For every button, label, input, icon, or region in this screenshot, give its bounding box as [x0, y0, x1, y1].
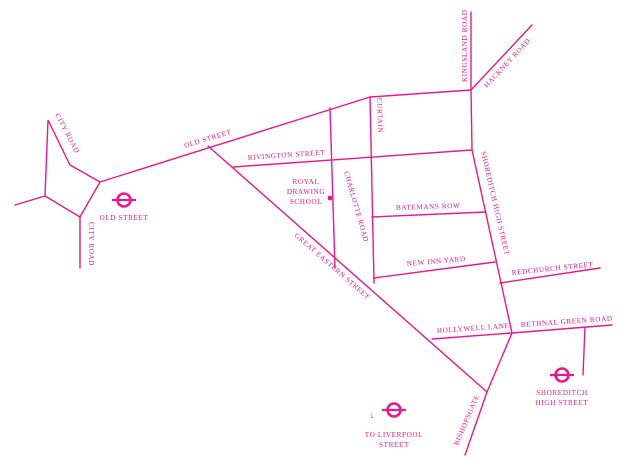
rivington-street-label: RIVINGTON STREET	[248, 149, 326, 162]
bethnal-green-road-label: BETHNAL GREEN ROAD	[521, 315, 613, 329]
liverpool-station-label-2: STREET	[379, 441, 409, 449]
kingsland-road-label: KINGSLAND ROAD	[461, 10, 469, 83]
city-road-junction	[44, 119, 101, 218]
city-road-north-label: CITY ROAD	[53, 112, 81, 155]
bishopsgate-line-south	[464, 391, 488, 456]
shoreditch-high-street-line-south	[471, 149, 513, 334]
liverpool-station-label-1: TO LIVERPOOL	[365, 431, 423, 439]
city-road-south-label: CITY ROAD	[87, 222, 95, 266]
shoreditch-station-label-1: SHOREDITCH	[536, 389, 588, 397]
landmark-line-3: SCHOOL	[290, 198, 322, 206]
redchurch-street-line	[499, 267, 601, 284]
landmark-marker-dot	[327, 195, 333, 201]
bethnal-green-road-line	[511, 324, 613, 334]
landmark-line-2: DRAWING	[287, 188, 325, 196]
shoreditch-station: SHOREDITCH HIGH STREET	[536, 367, 589, 407]
batemans-row-label: BATEMANS ROW	[396, 202, 461, 212]
charlotte-road-label: CHARLOTTE ROAD	[342, 170, 370, 243]
road-network	[14, 11, 613, 456]
landmark-line-1: ROYAL	[293, 178, 320, 186]
shoreditch-station-label-2: HIGH STREET	[536, 399, 589, 407]
hollywell-lane-label: HOLLYWELL LANE	[437, 322, 510, 335]
batemans-row-line	[371, 211, 487, 218]
hackney-road-line	[470, 24, 533, 91]
underground-roundel-icon	[550, 367, 574, 383]
curtain-label: CURTAIN	[375, 98, 384, 134]
curtain-road-line	[369, 96, 375, 284]
old-street-road	[99, 96, 371, 183]
bishopsgate-line	[486, 332, 513, 393]
new-inn-yard-line	[373, 261, 496, 279]
hollywell-lane-line	[431, 332, 513, 340]
rivington-street-line	[232, 149, 473, 168]
underground-roundel-icon	[382, 402, 406, 418]
royal-drawing-school: ROYAL DRAWING SCHOOL	[287, 178, 333, 206]
down-arrow-icon: ↓	[369, 410, 375, 421]
liverpool-street-station: ↓ TO LIVERPOOL STREET	[365, 402, 423, 449]
city-road-west-arm	[14, 195, 46, 206]
old-street-road-east	[369, 89, 472, 98]
old-street-station: OLD STREET	[100, 192, 149, 222]
hackney-road-label: HACKNEY ROAD	[483, 37, 533, 89]
bethnal-green-road-spur	[582, 326, 586, 376]
great-eastern-street-line	[207, 145, 488, 393]
great-eastern-street-label: GREAT EASTERN STREET	[293, 231, 372, 301]
old-street-station-label: OLD STREET	[100, 214, 149, 222]
underground-roundel-icon	[112, 192, 136, 208]
new-inn-yard-label: NEW INN YARD	[406, 255, 466, 268]
charlotte-road-line	[329, 107, 336, 269]
shoreditch-high-street-line	[470, 89, 473, 151]
